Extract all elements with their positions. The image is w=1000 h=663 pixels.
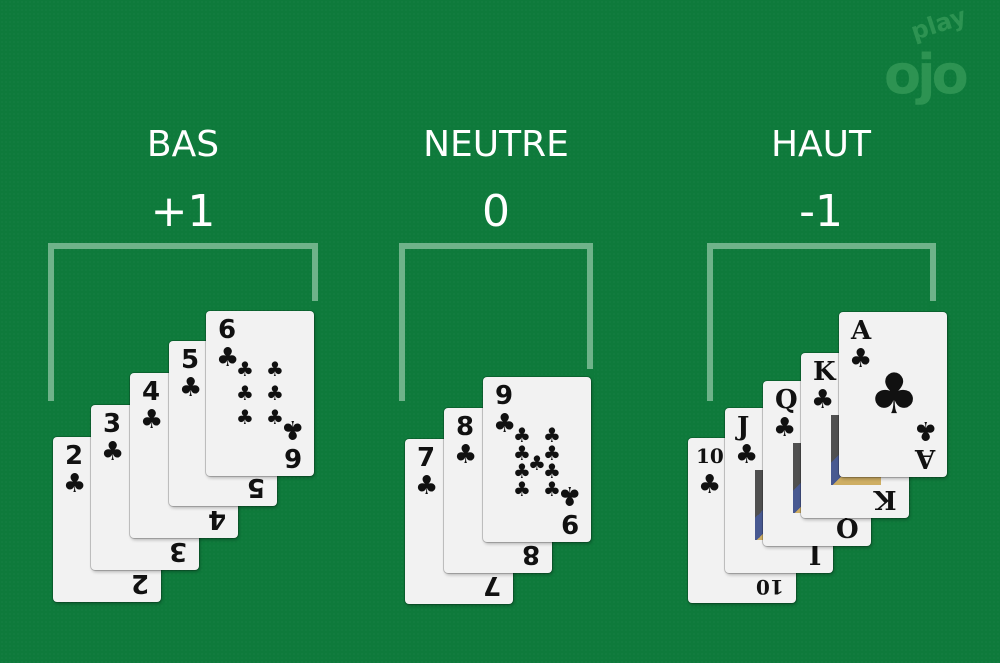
- logo-play-text: play: [907, 1, 970, 47]
- column-value: 0: [482, 186, 510, 237]
- club-icon: ♣: [543, 423, 561, 447]
- club-icon: ♣: [557, 480, 581, 510]
- club-icon: ♣: [513, 459, 531, 483]
- club-icon: ♣: [698, 470, 722, 500]
- club-icon: ♣: [735, 440, 759, 470]
- column-title: NEUTRE: [423, 124, 569, 165]
- club-icon: ♣: [528, 451, 546, 475]
- club-icon: ♣: [266, 405, 284, 429]
- club-icon: ♣: [236, 381, 254, 405]
- club-icon: ♣: [543, 477, 561, 501]
- club-icon: ♣: [543, 441, 561, 465]
- club-icon: ♣: [513, 477, 531, 501]
- club-icon: ♣: [543, 459, 561, 483]
- club-icon: ♣: [266, 381, 284, 405]
- club-icon: ♣: [236, 357, 254, 381]
- club-icon: ♣: [513, 441, 531, 465]
- club-icon: ♣: [773, 413, 797, 443]
- bracket: [48, 243, 319, 407]
- club-icon: ♣: [811, 385, 835, 415]
- club-icon: ♣: [913, 415, 937, 445]
- club-icon: ♣: [280, 414, 304, 444]
- club-icon: ♣: [236, 405, 254, 429]
- club-icon: ♣: [493, 409, 517, 439]
- card: 9♣ ♣ ♣ ♣ ♣ ♣ ♣ ♣ ♣ ♣ ♣ 9: [483, 377, 591, 542]
- column-value: +1: [150, 186, 216, 237]
- column-value: -1: [799, 186, 843, 237]
- club-icon: ♣: [266, 357, 284, 381]
- column-title: BAS: [146, 124, 220, 165]
- club-icon: ♣: [216, 343, 240, 373]
- column-title: HAUT: [770, 124, 872, 165]
- club-icon: ♣: [513, 423, 531, 447]
- logo-ojo-text: ojo: [884, 43, 969, 106]
- club-icon: ♣: [63, 469, 87, 499]
- club-icon: ♣: [140, 405, 164, 435]
- card: A♣ ♣ ♣ A: [839, 312, 947, 477]
- card: 6♣ ♣ ♣ ♣ ♣ ♣ ♣ ♣ 6: [206, 311, 314, 476]
- club-icon: ♣: [179, 373, 203, 403]
- club-icon: ♣: [869, 362, 920, 427]
- club-icon: ♣: [454, 440, 478, 470]
- club-icon: ♣: [101, 437, 125, 467]
- club-icon: ♣: [849, 344, 873, 374]
- club-icon: ♣: [415, 471, 439, 501]
- playojo-logo: play ojo: [878, 2, 988, 108]
